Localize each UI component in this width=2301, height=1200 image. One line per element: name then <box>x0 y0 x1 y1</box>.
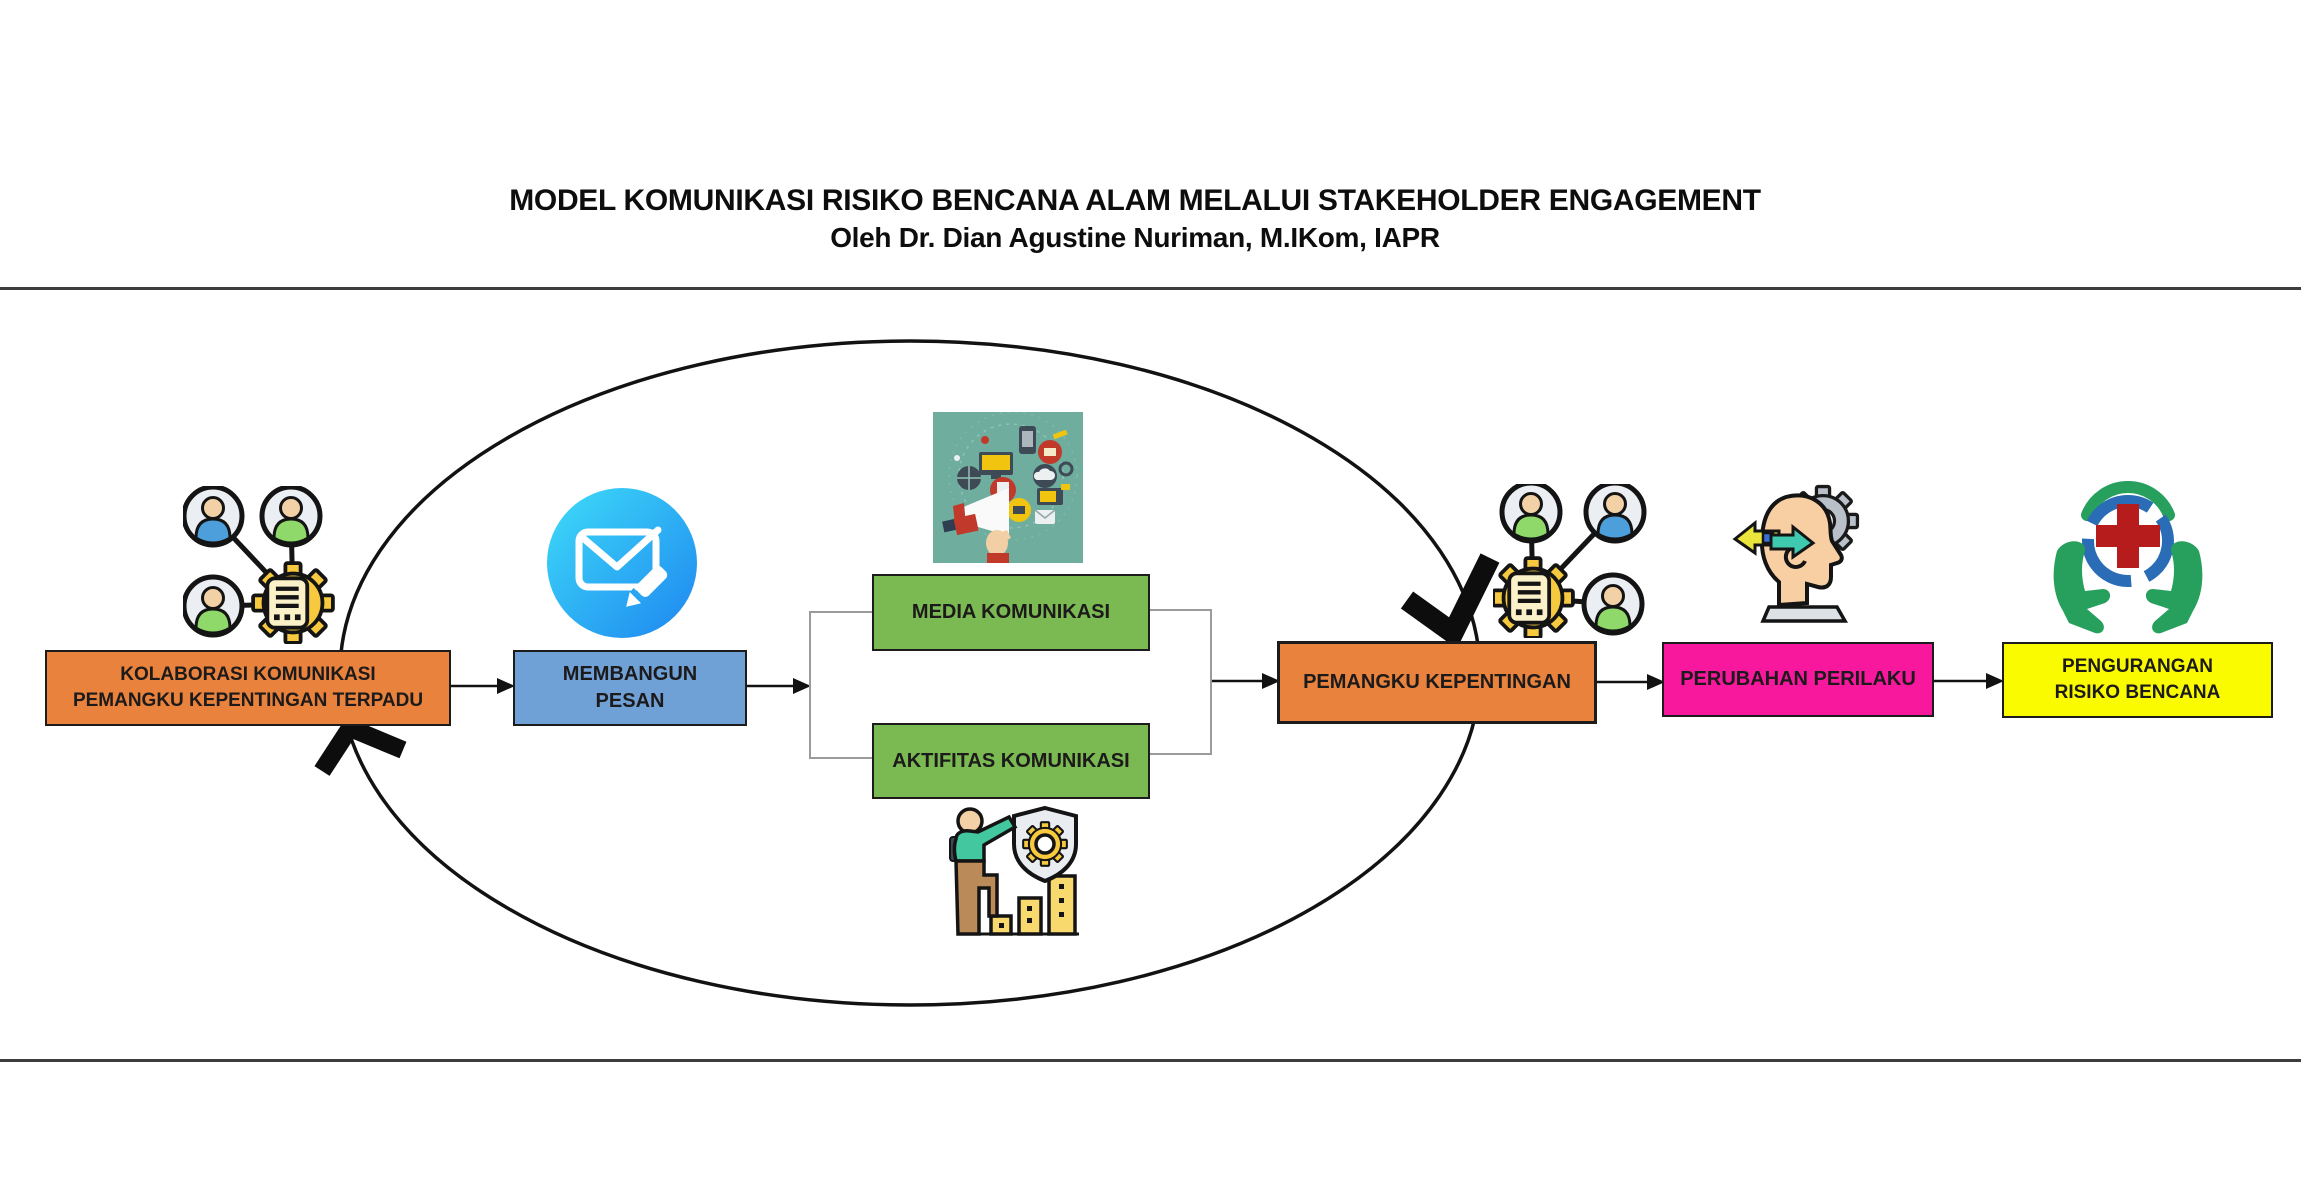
title-line-1: MODEL KOMUNIKASI RISIKO BENCANA ALAM MEL… <box>509 184 1761 217</box>
box-membangun-pesan: MEMBANGUN PESAN <box>513 650 747 726</box>
stakeholders-network-icon <box>183 486 339 644</box>
box-aktifitas-komunikasi: AKTIFITAS KOMUNIKASI <box>872 723 1150 799</box>
bottom-divider-line <box>0 1059 2301 1062</box>
title-line-2: Oleh Dr. Dian Agustine Nuriman, M.IKom, … <box>830 222 1440 253</box>
loop-arrowhead-right-icon <box>1400 553 1500 649</box>
loop-arrowhead-left-icon <box>314 716 407 776</box>
flow-arrowheads <box>497 673 2004 694</box>
diagram-title: MODEL KOMUNIKASI RISIKO BENCANA ALAM MEL… <box>0 182 2270 256</box>
mindset-change-icon <box>1731 481 1863 635</box>
split-bracket-lines <box>809 609 1212 759</box>
box-pengurangan-risiko-bencana: PENGURANGAN RISIKO BENCANA <box>2002 642 2273 718</box>
health-protection-icon <box>2043 481 2213 635</box>
box-kolaborasi-komunikasi: KOLABORASI KOMUNIKASI PEMANGKU KEPENTING… <box>45 650 451 726</box>
box-perubahan-perilaku: PERUBAHAN PERILAKU <box>1662 642 1934 717</box>
compose-message-icon <box>546 487 698 639</box>
flow-arrows <box>450 679 1988 688</box>
box-pemangku-kepentingan: PEMANGKU KEPENTINGAN <box>1277 641 1597 724</box>
stakeholders-network-icon <box>1493 484 1647 638</box>
top-divider-line <box>0 287 2301 290</box>
person-with-shield-icon <box>945 804 1083 944</box>
box-media-komunikasi: MEDIA KOMUNIKASI <box>872 574 1150 651</box>
media-communication-illustration <box>933 412 1083 563</box>
